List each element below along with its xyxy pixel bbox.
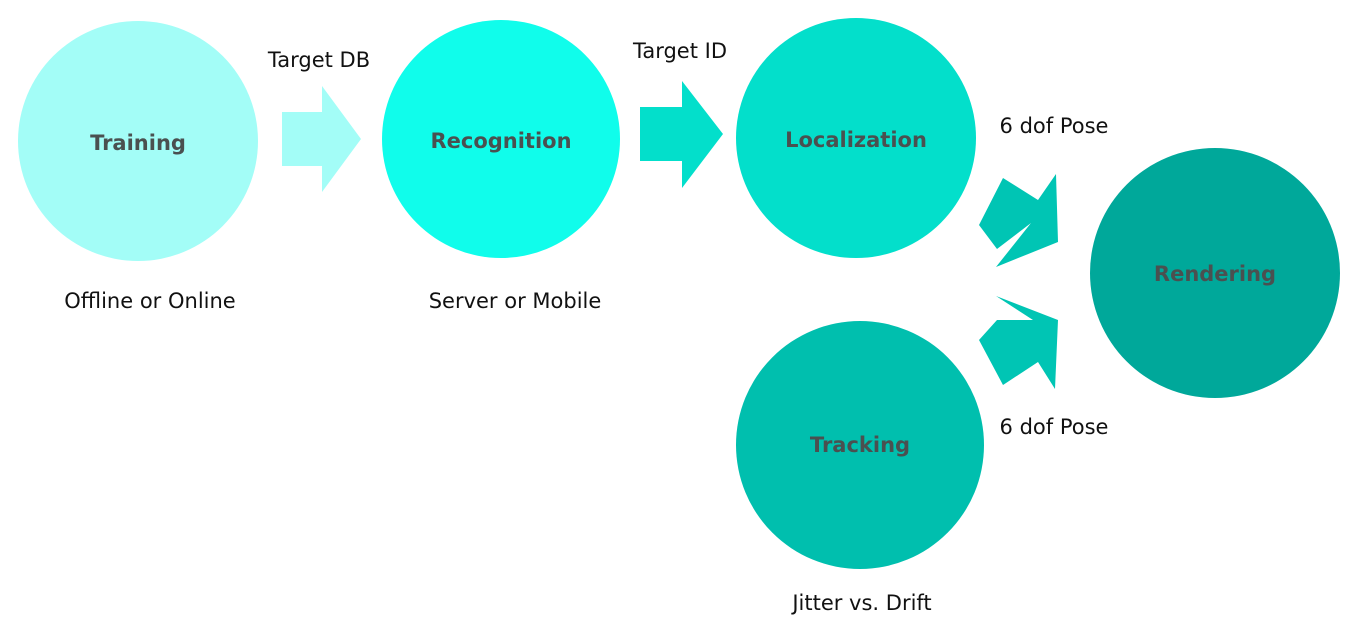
pose-label-tracking: 6 dof Pose [1000,415,1109,439]
target-id-label: Target ID [632,39,727,63]
tracking-node [736,321,984,569]
arrow-training-to-recognition [282,86,361,192]
rendering-label: Rendering [1154,262,1276,286]
target-db-label: Target DB [267,48,370,72]
localization-node [736,18,976,258]
tracking-note: Jitter vs. Drift [790,591,931,615]
training-note: Offline or Online [64,289,235,313]
recognition-label: Recognition [430,129,571,153]
tracking-label: Tracking [810,433,910,457]
arrow-recognition-to-localization [640,81,723,188]
rendering-node [1090,148,1340,398]
arrow-localization-to-rendering [979,174,1058,267]
recognition-node [382,20,620,258]
training-node [18,21,258,261]
localization-label: Localization [785,128,927,152]
training-label: Training [90,131,186,155]
arrow-tracking-to-rendering [979,296,1058,389]
recognition-note: Server or Mobile [429,289,602,313]
pose-label-localization: 6 dof Pose [1000,114,1109,138]
